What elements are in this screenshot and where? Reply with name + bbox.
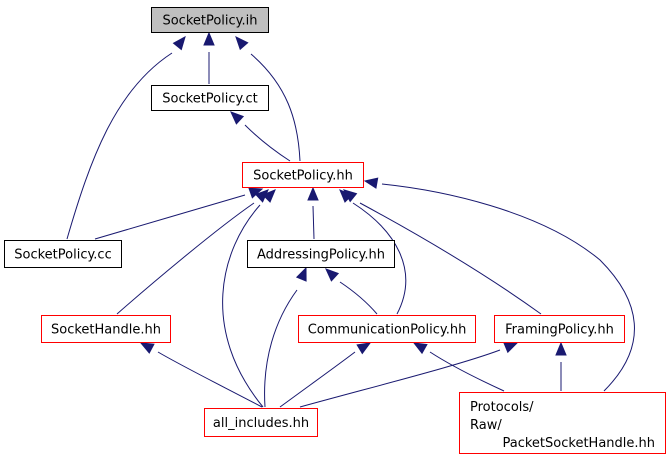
edge-line [299,349,501,408]
arrowhead-icon [342,189,358,203]
arrowhead-icon [555,341,567,356]
edge-line [312,205,315,240]
edge-line [250,53,301,162]
edge-all-to-addr [264,266,307,408]
node-ct[interactable]: SocketPolicy.ct [151,85,269,111]
edge-line [359,202,542,315]
edge-all-to-hh [222,189,276,408]
edge-frame-to-hh [342,189,542,315]
node-box [298,315,476,343]
arrowhead-icon [325,268,340,282]
edge-hh-to-ct [230,111,291,162]
node-box [41,315,171,343]
node-label: SocketPolicy.ct [162,92,257,107]
edge-line [264,289,298,408]
node-all[interactable]: all_includes.hh [204,408,318,437]
edge-all-to-comm [279,342,372,408]
nodes-layer: SocketPolicy.ihSocketPolicy.ctSocketPoli… [4,7,666,454]
edge-comm-to-addr [325,268,378,315]
node-box [247,240,395,268]
edges-layer [66,31,635,408]
node-box [151,85,269,111]
arrowhead-icon [295,266,307,282]
edge-psh-to-comm [412,342,505,392]
arrowhead-icon [203,31,215,46]
node-label: PacketSocketHandle.hh [503,436,656,451]
arrowhead-icon [356,342,372,355]
node-label: SocketPolicy.cc [14,248,111,263]
node-sh[interactable]: SocketHandle.hh [41,315,171,343]
node-psh[interactable]: Protocols/Raw/PacketSocketHandle.hh [459,392,666,454]
node-label: all_includes.hh [213,416,309,431]
edge-psh-to-frame [555,341,567,391]
node-box [204,408,318,437]
node-label: Raw/ [470,418,502,433]
node-label: SocketHandle.hh [51,323,161,338]
node-label: SocketPolicy.ih [162,14,257,29]
arrowhead-icon [172,35,186,51]
edge-line [429,351,505,392]
node-label: AddressingPolicy.hh [257,248,385,263]
edge-cc-to-hh [94,187,264,240]
node-box [459,392,666,454]
node-ih[interactable]: SocketPolicy.ih [151,7,269,33]
edge-hh-to-ih [235,36,301,162]
edge-all-to-sh [139,342,263,408]
arrowhead-icon [235,36,249,51]
edge-line [94,194,246,240]
arrowhead-icon [139,342,155,354]
edge-line [339,281,378,315]
node-label: CommunicationPolicy.hh [308,323,467,338]
node-comm[interactable]: CommunicationPolicy.hh [298,315,476,343]
arrowhead-icon [363,177,379,189]
edge-cc-to-ih [66,35,186,240]
node-box [242,162,364,188]
edge-addr-to-hh [307,186,319,240]
edge-line [244,124,291,162]
edge-psh-to-hh [363,177,635,392]
node-box [4,240,122,268]
node-label: SocketPolicy.hh [253,169,353,184]
arrowhead-icon [307,186,319,201]
arrowhead-icon [412,342,428,355]
node-label: Protocols/ [470,400,534,415]
arrowhead-icon [248,187,264,199]
edge-line [66,52,173,240]
edge-line [157,351,263,408]
edge-ct-to-ih [203,31,215,84]
node-box [494,315,625,343]
edge-line [279,351,356,408]
arrowhead-icon [230,111,245,125]
edge-line [381,183,635,392]
node-hh[interactable]: SocketPolicy.hh [242,162,364,188]
node-box [151,7,269,33]
edge-line [352,202,407,315]
node-addr[interactable]: AddressingPolicy.hh [247,240,395,268]
edge-line [222,204,264,408]
node-label: FramingPolicy.hh [505,323,614,338]
node-cc[interactable]: SocketPolicy.cc [4,240,122,268]
node-frame[interactable]: FramingPolicy.hh [494,315,625,343]
arrowhead-icon [262,189,276,203]
arrowhead-icon [503,342,519,354]
edge-line [116,202,255,315]
edge-sh-to-hh [116,189,269,315]
